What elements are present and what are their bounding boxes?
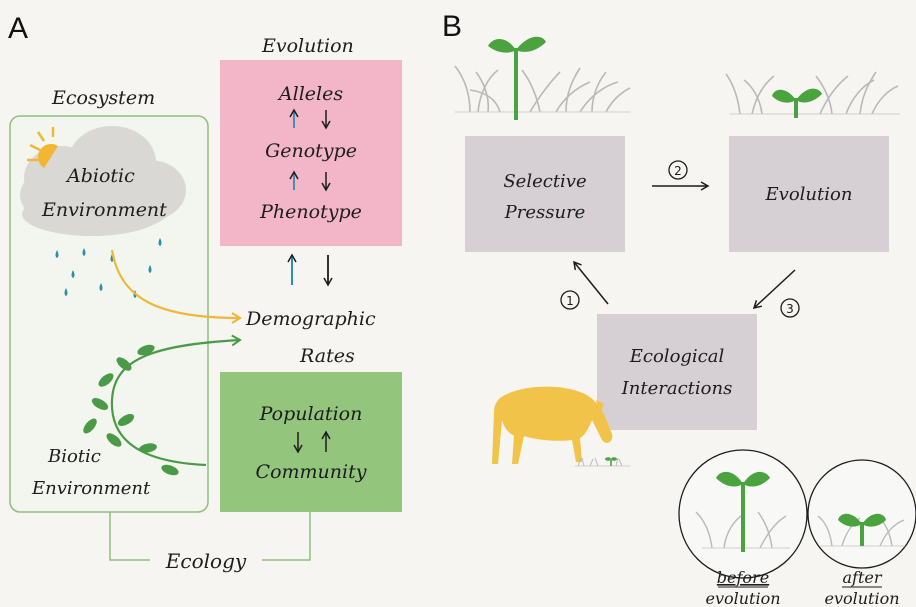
step-1-arrow: 1 [560, 260, 609, 310]
panel-b-letter: B [442, 10, 462, 43]
step-2-arrow: 2 [652, 160, 710, 191]
evolution-arrows [287, 108, 333, 287]
ecology-box [220, 372, 402, 512]
step-1-label: 1 [566, 294, 574, 308]
short-seedling-icon [772, 88, 822, 118]
evolution-label-b: Evolution [765, 184, 853, 205]
grass-with-tall-seedling-icon [454, 65, 631, 113]
step-3-arrow: 3 [752, 269, 800, 318]
evolution-box-alleles: Alleles [277, 83, 343, 105]
tall-seedling-icon [488, 36, 546, 120]
biotic-label-line2: Environment [31, 478, 151, 499]
grass-with-short-seedling-icon [725, 71, 900, 115]
evolution-box-phenotype: Phenotype [259, 201, 362, 223]
before-label-line1: before [717, 568, 769, 587]
ecology-box-population: Population [259, 403, 363, 425]
small-grass-tuft-icon [575, 457, 630, 467]
panel-a: A Ecosystem Abiotic Environment [8, 12, 402, 575]
abiotic-label-line1: Abiotic [65, 165, 135, 187]
before-label-line2: evolution [705, 589, 780, 607]
demographic-label-line1: Demographic [245, 308, 376, 330]
after-label-line1: after [842, 568, 882, 587]
ecology-label: Ecology [165, 549, 247, 573]
tiny-seedling-icon [605, 457, 617, 466]
abiotic-arrow [110, 249, 242, 324]
evolution-box-genotype: Genotype [265, 140, 357, 162]
ecological-interactions-box [597, 314, 757, 430]
sun-icon [27, 127, 58, 168]
step-3-label: 3 [786, 302, 794, 316]
after-label-line2: evolution [824, 589, 899, 607]
after-evolution-circle [807, 459, 916, 569]
demographic-label-line2: Rates [299, 345, 355, 367]
abiotic-label-line2: Environment [41, 199, 167, 221]
selective-pressure-line1: Selective [503, 171, 586, 192]
panel-a-letter: A [8, 12, 28, 45]
evolution-box-b [729, 136, 889, 252]
step-2-label: 2 [674, 164, 682, 178]
panel-b: B [442, 10, 916, 607]
before-evolution-circle [678, 449, 808, 579]
ecosystem-title: Ecosystem [51, 87, 155, 109]
vine-icon [83, 334, 242, 476]
selective-pressure-box [465, 136, 625, 252]
ecological-interactions-line2: Interactions [621, 378, 733, 399]
ecological-interactions-line1: Ecological [629, 346, 725, 367]
ecology-arrows [293, 430, 331, 454]
selective-pressure-line2: Pressure [504, 202, 586, 223]
ecology-label-bg [150, 545, 262, 575]
ecology-box-community: Community [256, 461, 367, 483]
evolution-title: Evolution [261, 35, 354, 57]
deer-icon [492, 386, 613, 464]
evolution-box [220, 60, 402, 246]
biotic-label-line1: Biotic [47, 446, 101, 467]
